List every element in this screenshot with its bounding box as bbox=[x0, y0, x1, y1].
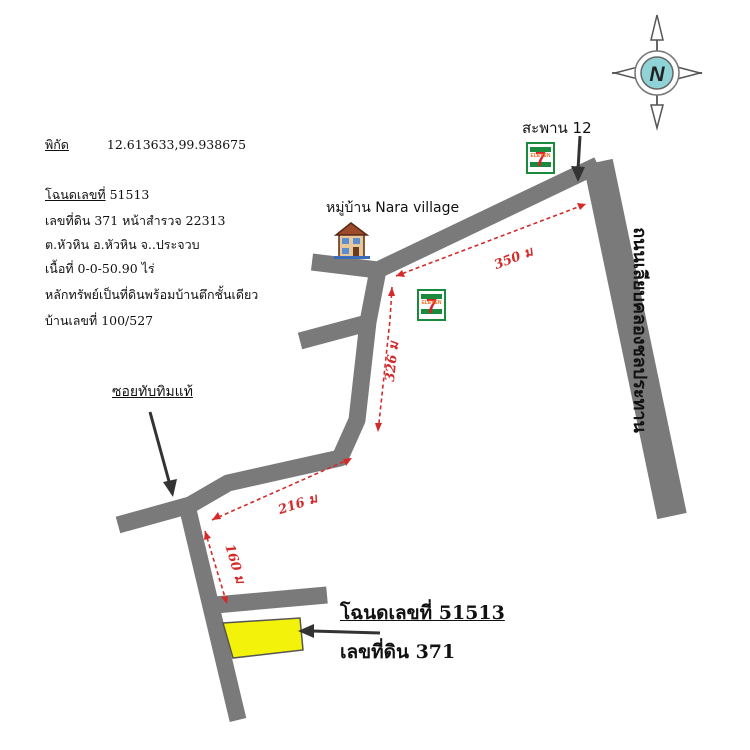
house-icon bbox=[333, 222, 370, 259]
svg-text:7: 7 bbox=[535, 149, 546, 171]
area-line: เนื้อที่ 0-0-50.90 ไร่ bbox=[45, 261, 155, 276]
land-plot bbox=[222, 617, 304, 659]
seven-eleven-icon: 7 ELEVEN bbox=[526, 142, 555, 174]
deed-label: โฉนดเลขที่ bbox=[45, 187, 106, 202]
distance-label-350: 350 ม bbox=[492, 244, 536, 273]
coord-label: พิกัด bbox=[45, 137, 69, 152]
compass-icon: N bbox=[612, 14, 703, 131]
house-number-line: บ้านเลขที่ 100/527 bbox=[45, 313, 154, 328]
main-road-label: ถนนเลียบคลองชลประทาน bbox=[629, 227, 650, 433]
svg-text:ELEVEN: ELEVEN bbox=[421, 300, 441, 306]
coord-value: 12.613633,99.938675 bbox=[106, 137, 247, 152]
svg-text:ELEVEN: ELEVEN bbox=[530, 153, 550, 159]
village-label: หมู่บ้าน Nara village bbox=[326, 200, 460, 216]
seven-eleven-icon: 7 ELEVEN bbox=[417, 289, 446, 321]
deed-big-label: โฉนดเลขที่ 51513 bbox=[340, 602, 505, 624]
location-line: ต.หัวหิน อ.หัวหิน จ..ประจวบ bbox=[45, 237, 200, 252]
distance-label-326: 326 ม bbox=[383, 339, 402, 382]
distance-lines bbox=[204, 203, 587, 605]
roads bbox=[115, 157, 687, 722]
soi-main-road bbox=[115, 268, 387, 534]
deed-value: 51513 bbox=[109, 187, 150, 202]
land-big-label: เลขที่ดิน 371 bbox=[340, 641, 456, 663]
svg-text:7: 7 bbox=[426, 296, 437, 318]
distance-label-160: 160 ม bbox=[221, 543, 248, 587]
compass-letter: N bbox=[649, 63, 665, 86]
plot-side-road bbox=[214, 586, 328, 614]
side-road bbox=[297, 313, 374, 350]
plot-road bbox=[179, 508, 247, 722]
collateral-line: หลักทรัพย์เป็นที่ดินพร้อมบ้านตึกชั้นเดีย… bbox=[45, 287, 259, 302]
main-canal-road bbox=[583, 158, 687, 520]
bridge-label: สะพาน 12 bbox=[522, 119, 592, 137]
land-number-line: เลขที่ดิน 371 หน้าสำรวจ 22313 bbox=[45, 213, 226, 228]
soi-label: ซอยทับทิมแท้ bbox=[112, 384, 193, 400]
distance-label-216: 216 ม bbox=[276, 491, 321, 518]
pointer-arrows bbox=[148, 135, 585, 638]
